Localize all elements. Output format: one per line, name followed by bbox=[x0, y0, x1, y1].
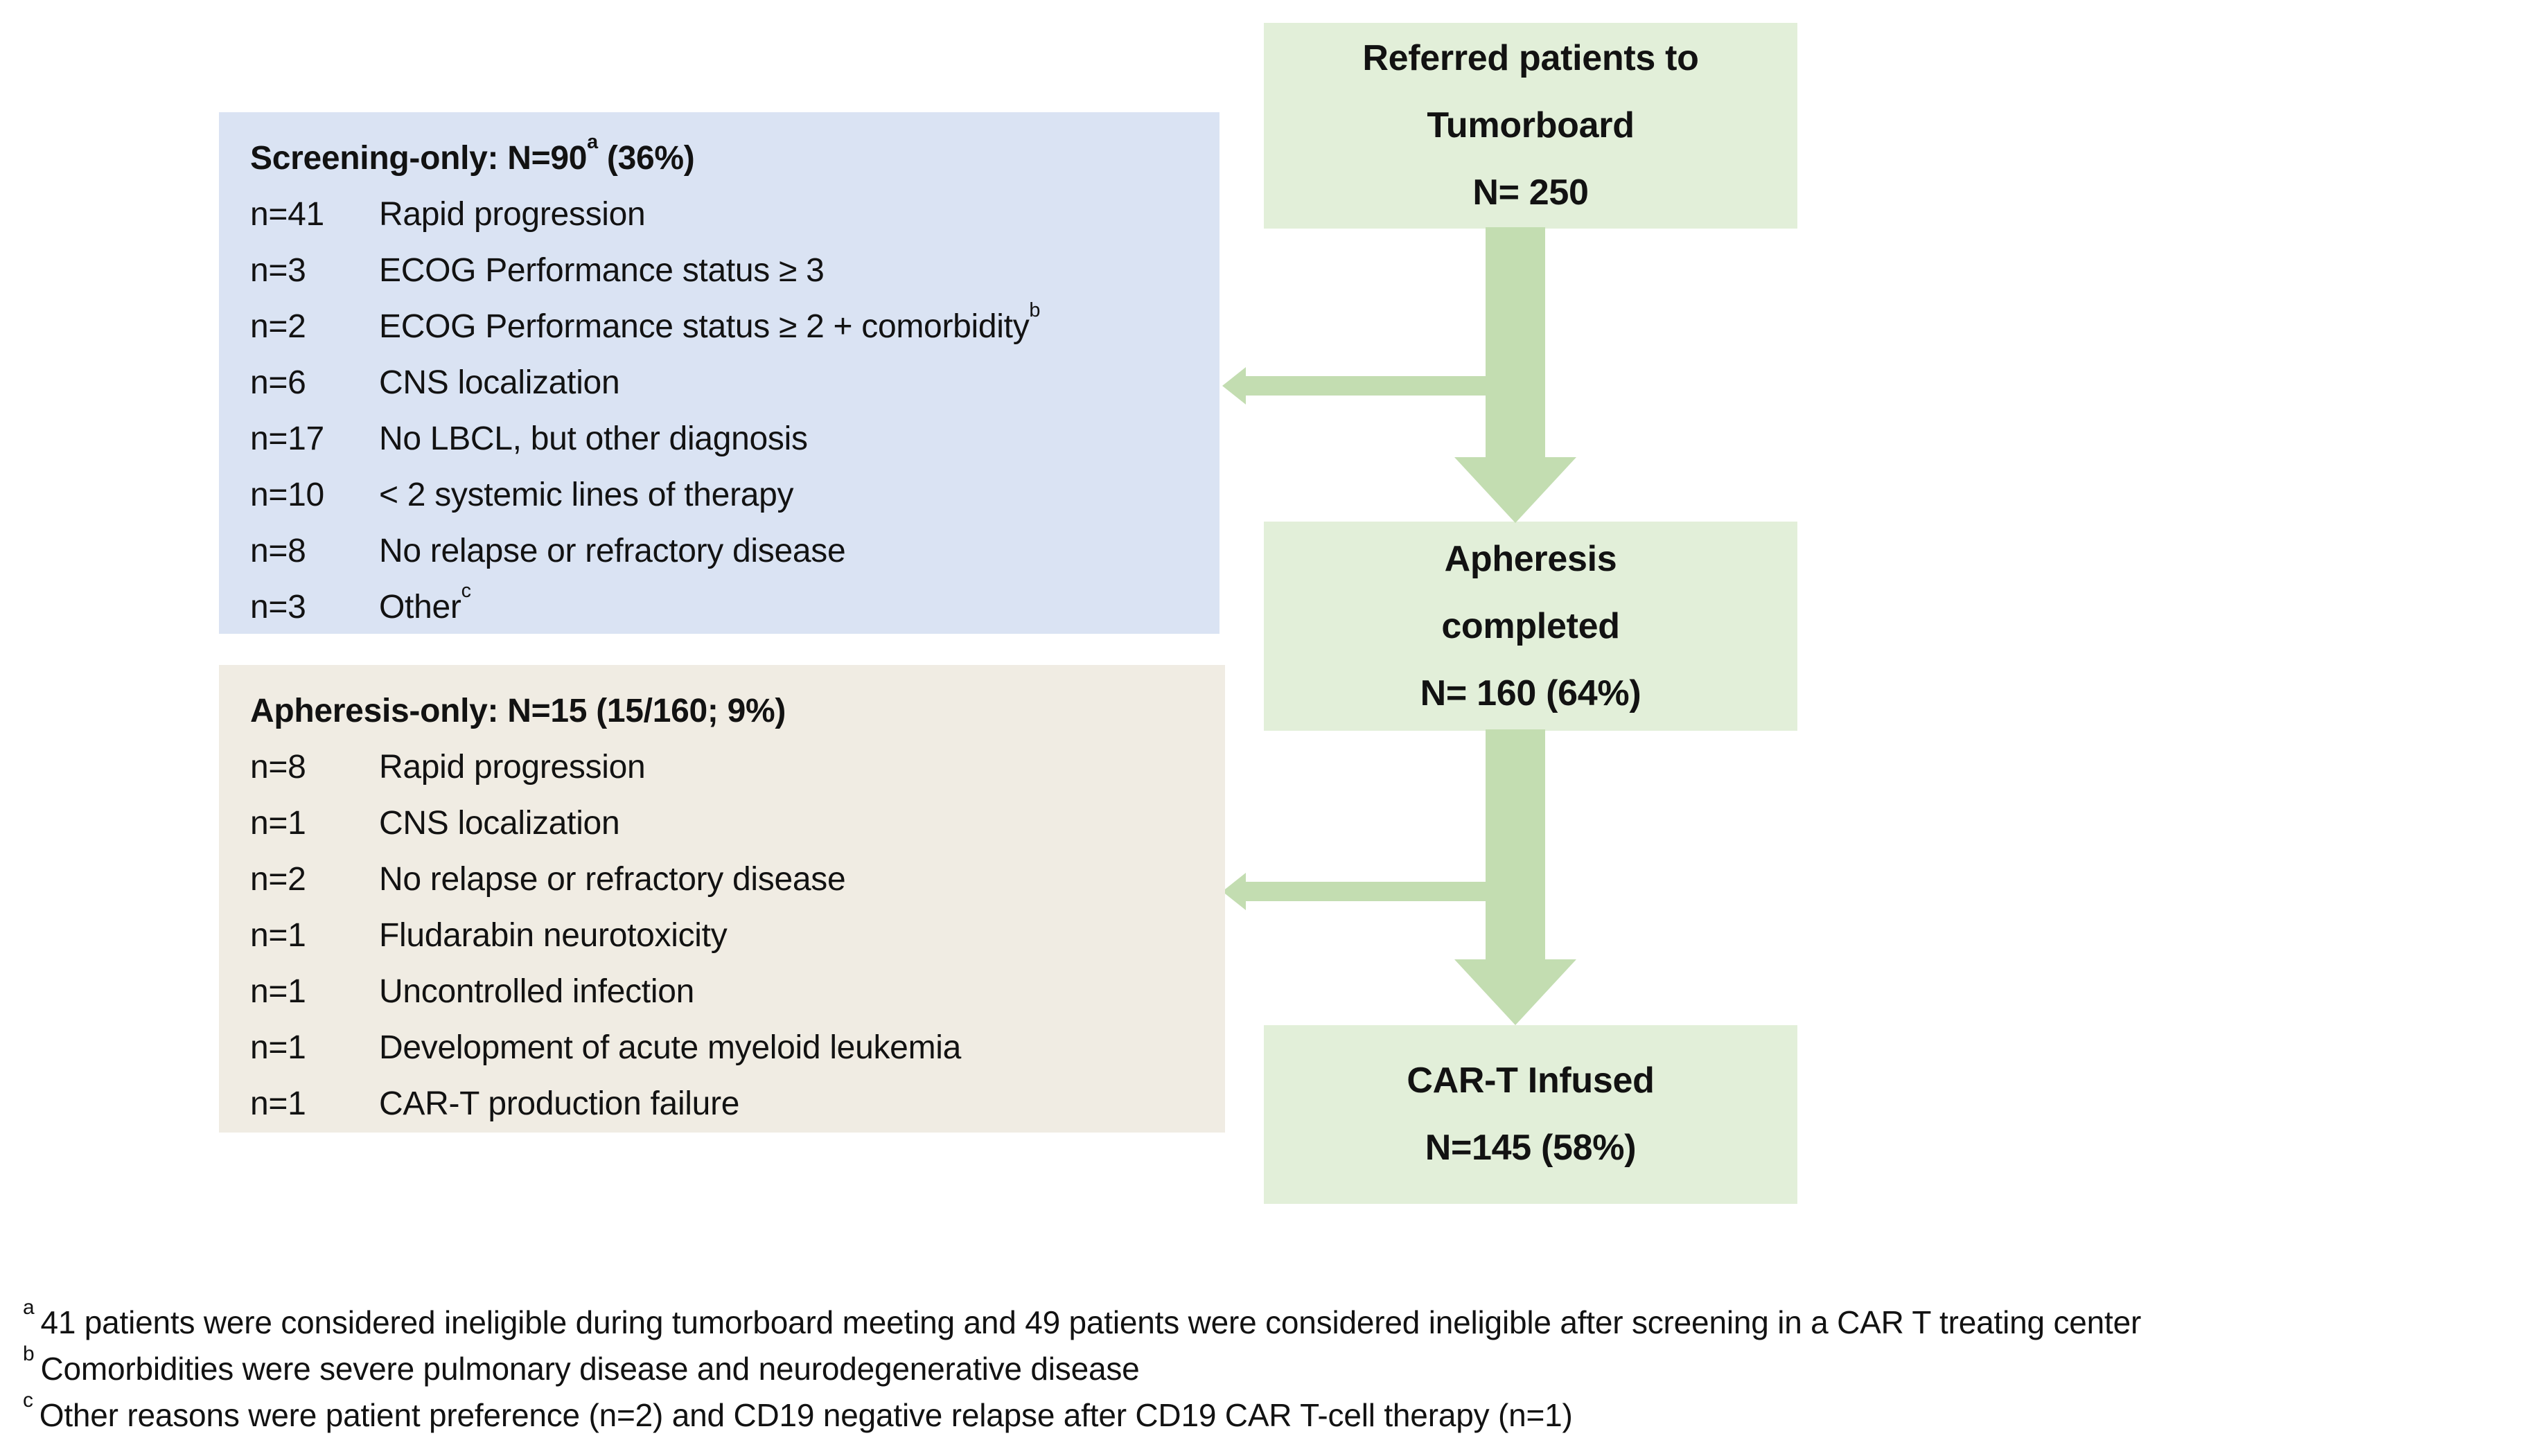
exclusion-row: n=41 Rapid progression bbox=[250, 186, 1188, 242]
row-label-text: Other bbox=[379, 589, 461, 625]
row-count: n=3 bbox=[250, 252, 306, 289]
apheresis-line2: completed bbox=[1441, 605, 1620, 646]
footnote-marker: a bbox=[23, 1295, 35, 1319]
apheresis-count: N= 160 (64%) bbox=[1420, 673, 1641, 713]
referred-line1: Referred patients to bbox=[1362, 38, 1699, 78]
exclusion-row: n=17 No LBCL, but other diagnosis bbox=[250, 411, 1188, 467]
row-label: No LBCL, but other diagnosis bbox=[379, 411, 1188, 467]
row-label: CAR-T production failure bbox=[379, 1085, 740, 1122]
row-label: < 2 systemic lines of therapy bbox=[379, 467, 1188, 523]
row-label: CNS localization bbox=[379, 805, 620, 842]
exclusion-row: n=1 Uncontrolled infection bbox=[250, 964, 1194, 1020]
left-arrow-icon-1 bbox=[1222, 367, 1246, 405]
infused-line1: CAR-T Infused bbox=[1407, 1060, 1655, 1101]
row-label: ECOG Performance status ≥ 2 + comorbidit… bbox=[379, 299, 1188, 355]
row-count: n=6 bbox=[250, 364, 306, 401]
row-label-text: ECOG Performance status ≥ 3 bbox=[379, 252, 825, 289]
exclusion-row: n=6 CNS localization bbox=[250, 355, 1188, 411]
left-arrow-shaft-1 bbox=[1246, 376, 1487, 396]
row-count: n=8 bbox=[250, 749, 306, 785]
down-arrow-shaft-1 bbox=[1486, 227, 1545, 460]
row-label-text: ECOG Performance status ≥ 2 + comorbidit… bbox=[379, 308, 1030, 345]
row-count: n=2 bbox=[250, 308, 306, 345]
row-count: n=2 bbox=[250, 861, 306, 898]
row-count: n=1 bbox=[250, 805, 306, 842]
row-label-superscript: b bbox=[1029, 299, 1041, 322]
exclusion-row: n=1 Fludarabin neurotoxicity bbox=[250, 907, 1194, 964]
row-label: Development of acute myeloid leukemia bbox=[379, 1029, 962, 1066]
row-count: n=8 bbox=[250, 533, 306, 569]
exclusion-row: n=10 < 2 systemic lines of therapy bbox=[250, 467, 1188, 523]
exclusion-row: n=3 Otherc bbox=[250, 579, 1188, 635]
screening-panel-title: Screening-only: N=90a (36%) bbox=[250, 130, 1188, 186]
down-arrow-icon-1 bbox=[1454, 457, 1576, 523]
row-label: Rapid progression bbox=[379, 749, 646, 785]
footnote-marker: b bbox=[23, 1342, 35, 1365]
footnote-text: Other reasons were patient preference (n… bbox=[39, 1397, 1573, 1433]
exclusion-row: n=8 Rapid progression bbox=[250, 739, 1194, 795]
screening-title-superscript: a bbox=[587, 131, 598, 154]
apheresis-only-panel: Apheresis-only: N=15 (15/160; 9%) n=8 Rap… bbox=[219, 665, 1225, 1133]
referred-count: N= 250 bbox=[1472, 172, 1589, 213]
row-label: CNS localization bbox=[379, 355, 1188, 411]
row-label: No relapse or refractory disease bbox=[379, 861, 846, 898]
left-arrow-shaft-2 bbox=[1246, 882, 1487, 901]
exclusion-row: n=2 No relapse or refractory disease bbox=[250, 851, 1194, 907]
down-arrow-shaft-2 bbox=[1486, 729, 1545, 962]
row-label: Rapid progression bbox=[379, 186, 1188, 242]
row-label: No relapse or refractory disease bbox=[379, 523, 1188, 579]
row-label-text: Rapid progression bbox=[379, 196, 646, 233]
row-count: n=1 bbox=[250, 1085, 306, 1122]
row-count: n=41 bbox=[250, 196, 324, 233]
row-label-text: CNS localization bbox=[379, 364, 620, 401]
row-count: n=17 bbox=[250, 420, 324, 457]
screening-only-panel: Screening-only: N=90a (36%) n=41 Rapid pr… bbox=[219, 112, 1219, 634]
exclusion-row: n=2 ECOG Performance status ≥ 2 + comorbi… bbox=[250, 299, 1188, 355]
exclusion-row: n=8 No relapse or refractory disease bbox=[250, 523, 1188, 579]
exclusion-row: n=1 CAR-T production failure bbox=[250, 1076, 1194, 1132]
row-label: Otherc bbox=[379, 579, 1188, 635]
row-label-text: No LBCL, but other diagnosis bbox=[379, 420, 808, 457]
apheresis-line1: Apheresis bbox=[1444, 538, 1617, 579]
apheresis-panel-title: Apheresis-only: N=15 (15/160; 9%) bbox=[250, 693, 786, 729]
row-count: n=1 bbox=[250, 973, 306, 1010]
exclusion-row: n=3 ECOG Performance status ≥ 3 bbox=[250, 242, 1188, 299]
infused-count: N=145 (58%) bbox=[1425, 1128, 1637, 1168]
flow-node-car-t-infused: CAR-T Infused N=145 (58%) bbox=[1264, 1025, 1797, 1204]
row-count: n=10 bbox=[250, 477, 324, 513]
row-count: n=1 bbox=[250, 917, 306, 954]
row-label: ECOG Performance status ≥ 3 bbox=[379, 242, 1188, 299]
row-label-text: < 2 systemic lines of therapy bbox=[379, 477, 794, 513]
footnote-marker: c bbox=[23, 1388, 33, 1412]
flow-node-apheresis-completed: Apheresis completed N= 160 (64%) bbox=[1264, 522, 1797, 731]
left-arrow-icon-2 bbox=[1222, 873, 1246, 910]
exclusion-row: n=1 Development of acute myeloid leukemia bbox=[250, 1020, 1194, 1076]
footnote-text: Comorbidities were severe pulmonary dise… bbox=[40, 1351, 1140, 1387]
row-label-superscript: c bbox=[461, 580, 471, 603]
row-count: n=1 bbox=[250, 1029, 306, 1066]
down-arrow-icon-2 bbox=[1454, 959, 1576, 1025]
row-label: Fludarabin neurotoxicity bbox=[379, 917, 728, 954]
screening-title-text: Screening-only: N=90 bbox=[250, 140, 588, 177]
referred-line2: Tumorboard bbox=[1427, 105, 1635, 145]
footnote-text: 41 patients were considered ineligible d… bbox=[40, 1304, 2142, 1340]
row-label-text: No relapse or refractory disease bbox=[379, 533, 846, 569]
screening-title-percent: (36%) bbox=[597, 140, 695, 177]
flow-node-referred-patients: Referred patients to Tumorboard N= 250 bbox=[1264, 23, 1797, 229]
row-count: n=3 bbox=[250, 589, 306, 625]
exclusion-row: n=1 CNS localization bbox=[250, 795, 1194, 851]
row-label: Uncontrolled infection bbox=[379, 973, 695, 1010]
